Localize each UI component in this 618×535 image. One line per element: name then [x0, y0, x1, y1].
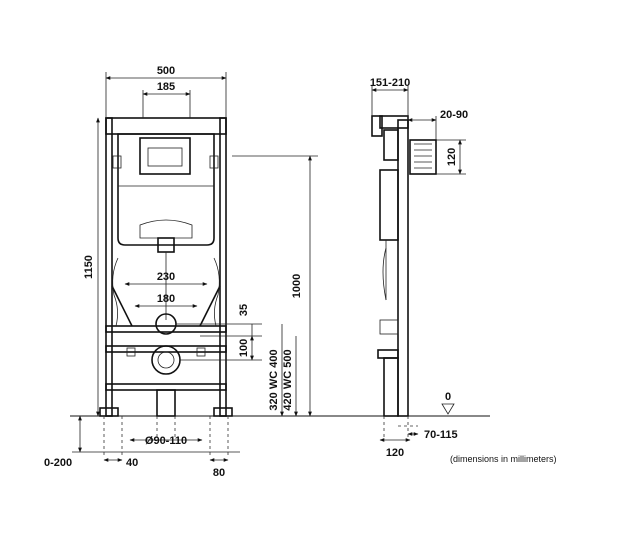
- dim-outlet-height-b: 420 WC 500: [282, 349, 294, 410]
- dimension-151-210: 151-210: [370, 77, 410, 120]
- dim-width-bracket: 230: [157, 271, 175, 283]
- dim-width-actuator: 185: [157, 81, 175, 93]
- dim-drain-offset: 70-115: [424, 429, 458, 441]
- dim-height-1000: 1000: [291, 274, 303, 298]
- dimension-40: 40: [103, 457, 138, 469]
- floor-level-mark: 0: [441, 391, 455, 415]
- dimension-35-100: 35 100: [176, 304, 262, 361]
- below-floor-dashes: [103, 416, 229, 455]
- dimension-1000: 1000: [232, 155, 318, 417]
- dim-foot-width: 80: [213, 467, 225, 479]
- dimension-outlet-heights: 320 WC 400 420 WC 500: [268, 324, 298, 417]
- dim-width-total: 500: [157, 65, 175, 77]
- dimension-230: 230: [124, 271, 208, 286]
- dimension-floor-adjust: 0-200: [44, 415, 240, 469]
- dimension-base-120: 120: [379, 438, 411, 459]
- side-below-floor: [383, 416, 418, 440]
- dim-floor-adjust: 0-200: [44, 457, 72, 469]
- dim-outlet-height-a: 320 WC 400: [268, 349, 280, 410]
- drain-outlet: [151, 345, 181, 375]
- dimension-1150: 1150: [83, 117, 100, 417]
- dim-depth-range: 151-210: [370, 77, 410, 89]
- dim-width-bolts: 180: [157, 293, 175, 305]
- side-view-frame: [371, 115, 437, 417]
- front-view-frame: [99, 117, 233, 417]
- dim-base-depth: 120: [386, 447, 404, 459]
- dimension-80: 80: [209, 458, 229, 479]
- dimension-185: 185: [142, 81, 191, 118]
- dimension-drain-diameter: Ø90-110: [129, 435, 203, 447]
- dim-drain-diameter: Ø90-110: [145, 435, 187, 447]
- dim-offset-35: 35: [238, 304, 250, 316]
- dimension-20-90: 20-90: [407, 109, 468, 140]
- dim-height-total: 1150: [83, 255, 95, 279]
- dim-spacing-100: 100: [238, 339, 250, 357]
- units-note: (dimensions in millimeters): [450, 454, 557, 464]
- dimension-180: 180: [134, 293, 198, 308]
- dimension-side-120: 120: [436, 139, 466, 175]
- dimension-500: 500: [105, 65, 227, 118]
- dimension-70-115: 70-115: [407, 429, 458, 441]
- dim-panel-height: 120: [446, 148, 458, 166]
- dim-foot-offset: 40: [126, 457, 138, 469]
- actuator-plate: [139, 137, 191, 175]
- dim-offset-range: 20-90: [440, 109, 468, 121]
- floor-level-label: 0: [445, 391, 451, 403]
